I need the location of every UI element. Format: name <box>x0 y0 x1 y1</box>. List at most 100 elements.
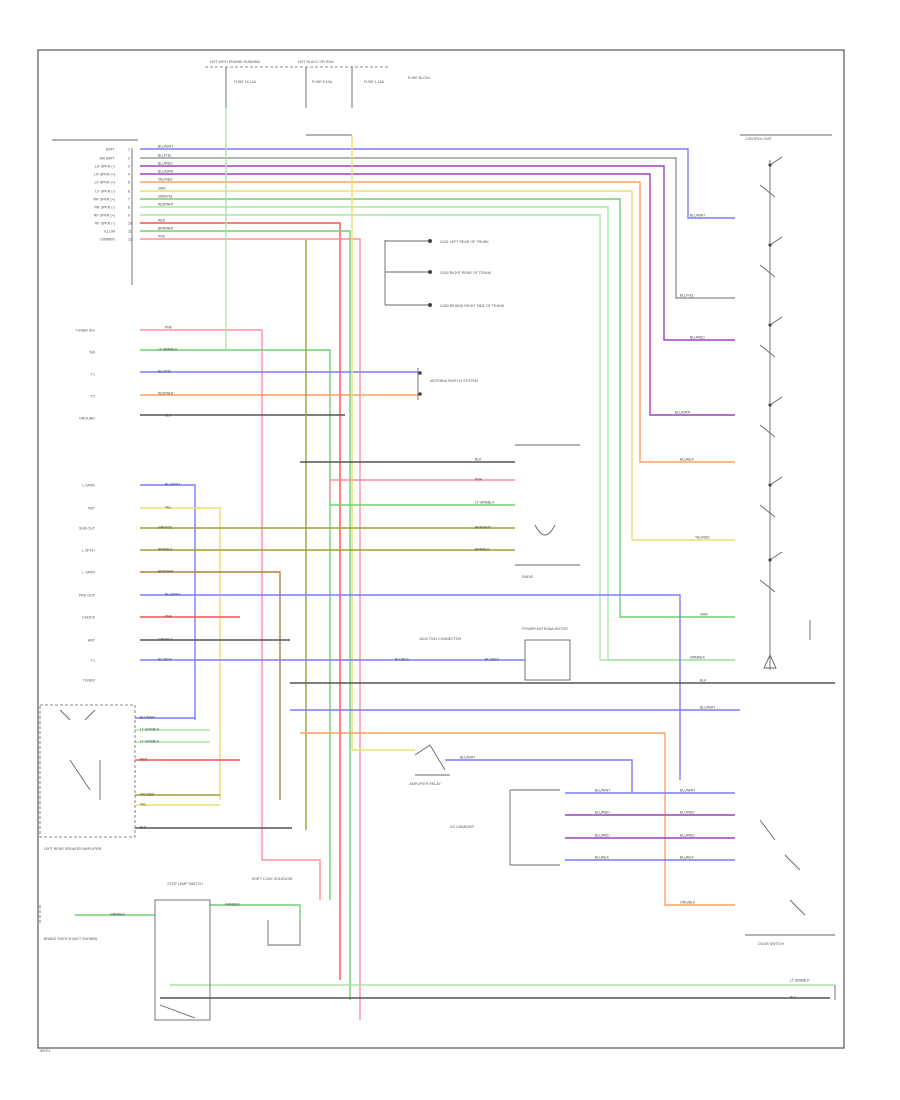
wire-tag: LT GRN/BLK <box>790 979 810 983</box>
radio-pin-number: 9 <box>128 214 130 218</box>
switch-contact <box>769 316 783 326</box>
radio-wire-4 <box>140 173 735 416</box>
radio-wire-12 <box>140 238 361 1020</box>
stop-out-wire <box>210 904 301 920</box>
left-rear-speaker-amp: LEFT REAR SPEAKER AMPLIFIER <box>39 704 136 851</box>
lower-wire-1 <box>140 484 196 720</box>
radio-wire-10 <box>140 222 341 980</box>
wire-tag: YEL/RED <box>695 536 710 540</box>
fuse-hot-acc-label: HOT IN ACC OR RUN <box>298 60 334 64</box>
radio-wire-7 <box>140 198 735 618</box>
wire-tag: BRN/BLK <box>475 548 490 552</box>
lower-pin-label: L SPCH <box>82 549 95 553</box>
wire-tag: BLU/RED <box>595 834 610 838</box>
diagram-frame <box>37 49 845 1049</box>
control-unit: CONTROL UNIT <box>740 134 832 670</box>
wire-tag: LT GRN/BLK <box>158 348 178 352</box>
lower-pin-label: L SPKR <box>82 571 95 575</box>
radio-pin-label: LF SPKR (-) <box>95 190 115 194</box>
mid-pin-label: TUNER SIG <box>75 329 95 333</box>
mid-pin-label: T2 <box>91 395 95 399</box>
radio-wire-9 <box>140 214 735 661</box>
radio-pin-number: 11 <box>128 230 132 234</box>
radio-pin-number: 8 <box>128 206 130 210</box>
mid-pin-label: SW <box>89 351 95 355</box>
wire-tag: PNK <box>165 615 173 619</box>
wire-tag: GRN/BLK <box>158 638 174 642</box>
switch-symbols <box>759 156 783 593</box>
radio-wire-1 <box>140 148 735 219</box>
wire-tag: GRN <box>158 187 166 191</box>
radio-pin-number: 6 <box>128 190 130 194</box>
wire-harness <box>75 108 835 1020</box>
shift-lock-label: SHIFT LOCK SOLENOID <box>252 877 293 881</box>
radio-pin-label: ILLUM <box>104 230 115 234</box>
radio-pin-label: DIMMER <box>100 238 115 242</box>
wire-tag: PNK <box>158 235 166 239</box>
wire-tag: GRN/BLK <box>225 903 241 907</box>
fuse-hot-run-label: HOT WITH ENGINE RUNNING <box>210 60 260 64</box>
wire-tag: BLU/WHT <box>595 789 610 793</box>
footer-code: IEEE4 <box>40 1049 50 1053</box>
lower-wire-2 <box>140 507 221 800</box>
switch-contact <box>759 264 776 278</box>
long-orange-wire <box>300 732 735 906</box>
wire-tag: RED/WHT <box>158 203 174 207</box>
switch-pivot <box>768 163 772 167</box>
ground-taps: G401 LEFT REAR OF TRUNK G402 RIGHT REAR … <box>384 239 505 308</box>
ground-label-2: G402 RIGHT REAR OF TRUNK <box>440 271 492 275</box>
brake-switch: BRAKE SWITCH (NOT SHOWN) <box>39 905 97 941</box>
radio-wire-8 <box>140 206 735 661</box>
switch-contact <box>759 504 776 518</box>
brake-left-label: BRAKE SWITCH (NOT SHOWN) <box>44 937 97 941</box>
radio-pin-number: 7 <box>128 198 130 202</box>
wire-tag: BLU/YEL <box>158 370 172 374</box>
wire-tag: BLU/BLK <box>485 658 500 662</box>
antenna-switch-system: ANTENNA SWITCH SYSTEM <box>417 368 478 400</box>
radio-connector <box>52 139 138 285</box>
fuse-block-label: FUSE BLOCK <box>408 76 431 80</box>
radio-red-wire <box>329 479 515 500</box>
radio-component: RADIO <box>515 444 580 579</box>
wire-tag: BLU/BLK <box>595 856 610 860</box>
wire-tag: GRN/BLK <box>110 913 126 917</box>
fuse-c-wire <box>351 135 415 751</box>
wire-tag: BLK <box>165 414 172 418</box>
switch-contact <box>759 424 776 438</box>
radio-pin-label: LF SPKR (+) <box>95 181 115 185</box>
left-lower-label: LEFT REAR SPEAKER AMPLIFIER <box>44 847 102 851</box>
wire-tag: BLK <box>700 679 707 683</box>
radio-pin-label: LR SPKR (+) <box>94 173 115 177</box>
wire-tag-labels: BLU/WHTBLU/YELBLU/REDBLU/GRNYEL/REDGRNGR… <box>110 145 810 1000</box>
wire-tag: BLU/WHT <box>140 716 155 720</box>
lower-pin-label: ANT <box>88 639 96 643</box>
wire-tag: BLU/BLK <box>395 658 410 662</box>
antenna-label: ANTENNA SWITCH SYSTEM <box>430 379 478 383</box>
wire-tag: GRN/YEL <box>158 526 173 530</box>
wire-tag: LT GRN/BLK <box>140 740 160 744</box>
wire-tag: BRN/WHT <box>475 526 491 530</box>
switch-pivot <box>768 558 772 562</box>
amp-relay-blue <box>445 759 633 793</box>
radio-pin-number: 2 <box>128 157 130 161</box>
shift-lock-solenoid: SHIFT LOCK SOLENOID <box>252 877 301 946</box>
wire-tag: ORG/BLK <box>680 901 696 905</box>
lower-pin-label: PRE OUT <box>79 594 96 598</box>
wire-tag: BLU/RED <box>680 834 695 838</box>
lower-wire-6 <box>140 594 681 780</box>
fuse-a-label: FUSE 16 10A <box>234 80 257 84</box>
switch-pivot <box>768 403 772 407</box>
wire-tag: GRN/YEL <box>158 195 173 199</box>
wire-tag: BLK <box>140 826 147 830</box>
wire-tag: BLU/WHT <box>680 789 695 793</box>
switch-contact <box>769 236 783 246</box>
amp-relay-label: AMPLIFIER RELAY <box>409 782 441 786</box>
wire-tag: LT GRN/BLK <box>140 728 160 732</box>
switch-pivot <box>768 483 772 487</box>
wire-tag: BLU/RED <box>680 811 695 815</box>
wire-tag: BLU/RED <box>158 162 173 166</box>
wire-tag: GRN <box>700 613 708 617</box>
switch-contact <box>769 396 783 406</box>
